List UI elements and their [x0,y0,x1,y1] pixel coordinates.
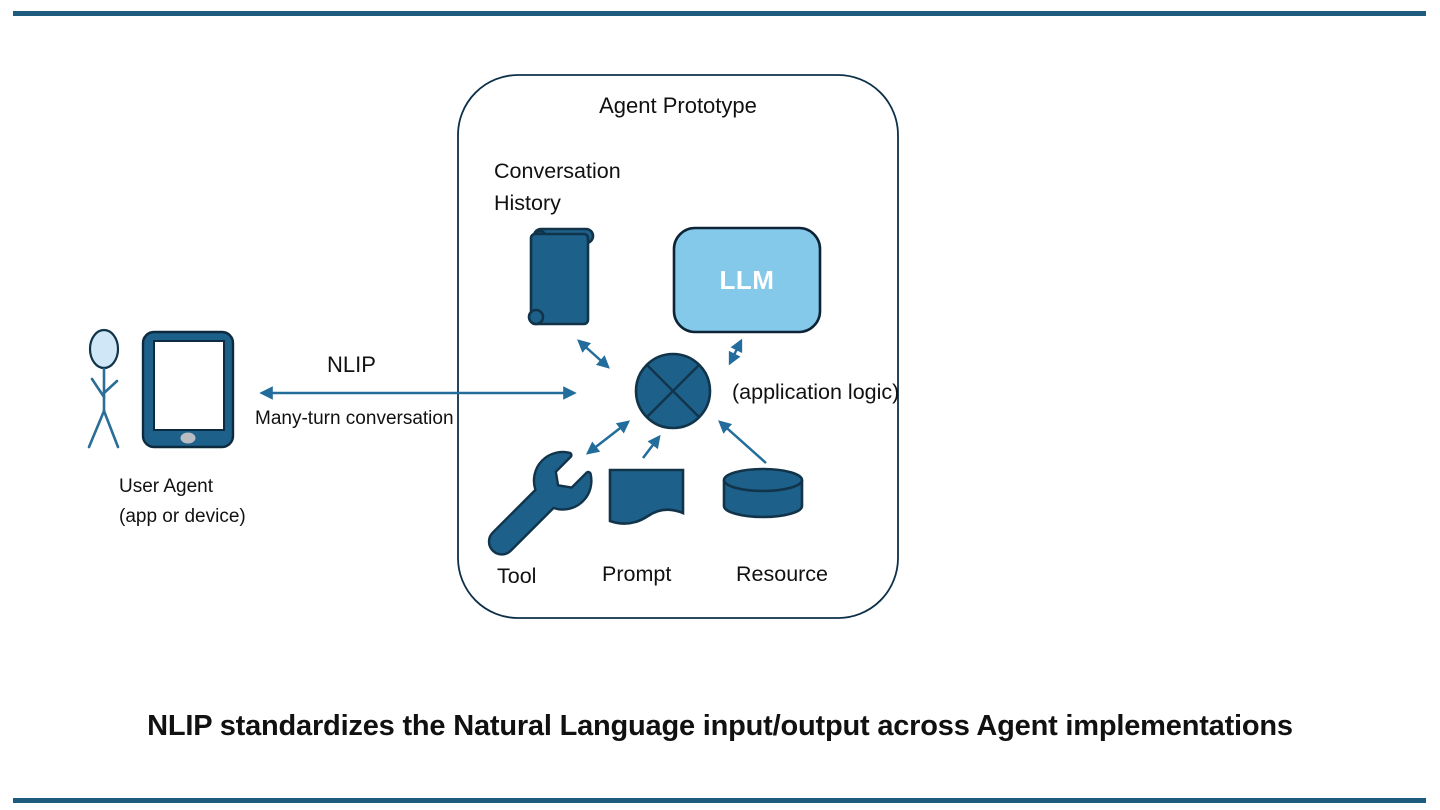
tool-hub-arrow [585,420,631,455]
agent-prototype-title: Agent Prototype [599,93,757,118]
scroll-icon [527,227,595,326]
prompt-icon [608,468,685,525]
database-icon [722,467,804,519]
llm-hub-arrow [728,338,743,366]
llm-box [672,226,822,334]
history-hub-arrow [577,339,610,369]
prompt-hub-arrow [642,434,661,459]
home-button [180,432,196,444]
user-agent-sub-label: (app or device) [119,506,246,527]
top-rule [13,11,1426,16]
person-icon [87,328,120,449]
hub-circle-icon [634,352,712,430]
nlip-label: NLIP [327,352,376,377]
bottom-rule [13,798,1426,803]
tool-label: Tool [497,564,537,588]
application-logic-label: (application logic) [732,380,900,404]
many-turn-conversation-label: Many-turn conversation [255,408,454,429]
wrench-icon [487,450,593,556]
resource-label: Resource [736,562,829,586]
slide-caption: NLIP standardizes the Natural Language i… [147,710,1293,742]
prompt-label: Prompt [602,562,672,586]
conversation-history-label: Conversation History [494,159,621,215]
resource-hub-arrow [718,420,767,464]
user-agent-label: User Agent [119,476,213,497]
llm-label: LLM [719,264,775,295]
tablet-icon [141,330,235,449]
